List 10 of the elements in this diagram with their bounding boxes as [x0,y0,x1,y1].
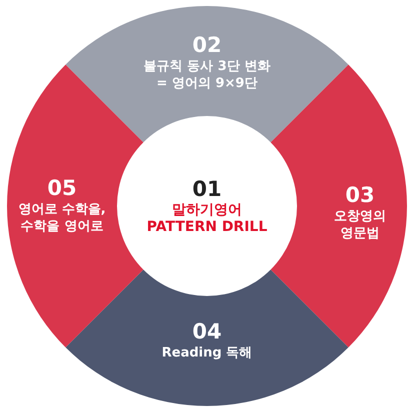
step-number: 05 [46,175,78,201]
step-title: Reading 독해 [160,344,254,362]
step-number: 02 [191,32,223,58]
step-title: 영어로 수학을, 수학을 영어로 [17,201,107,235]
step-number: 03 [344,182,376,208]
step-number: 01 [191,176,223,202]
step-number: 04 [191,318,223,344]
step-title: 말하기영어 PATTERN DRILL [146,202,268,236]
step-title: 불규칙 동사 3단 변화 = 영어의 9×9단 [142,58,272,92]
step-title: 오창영의 영문법 [333,208,387,242]
